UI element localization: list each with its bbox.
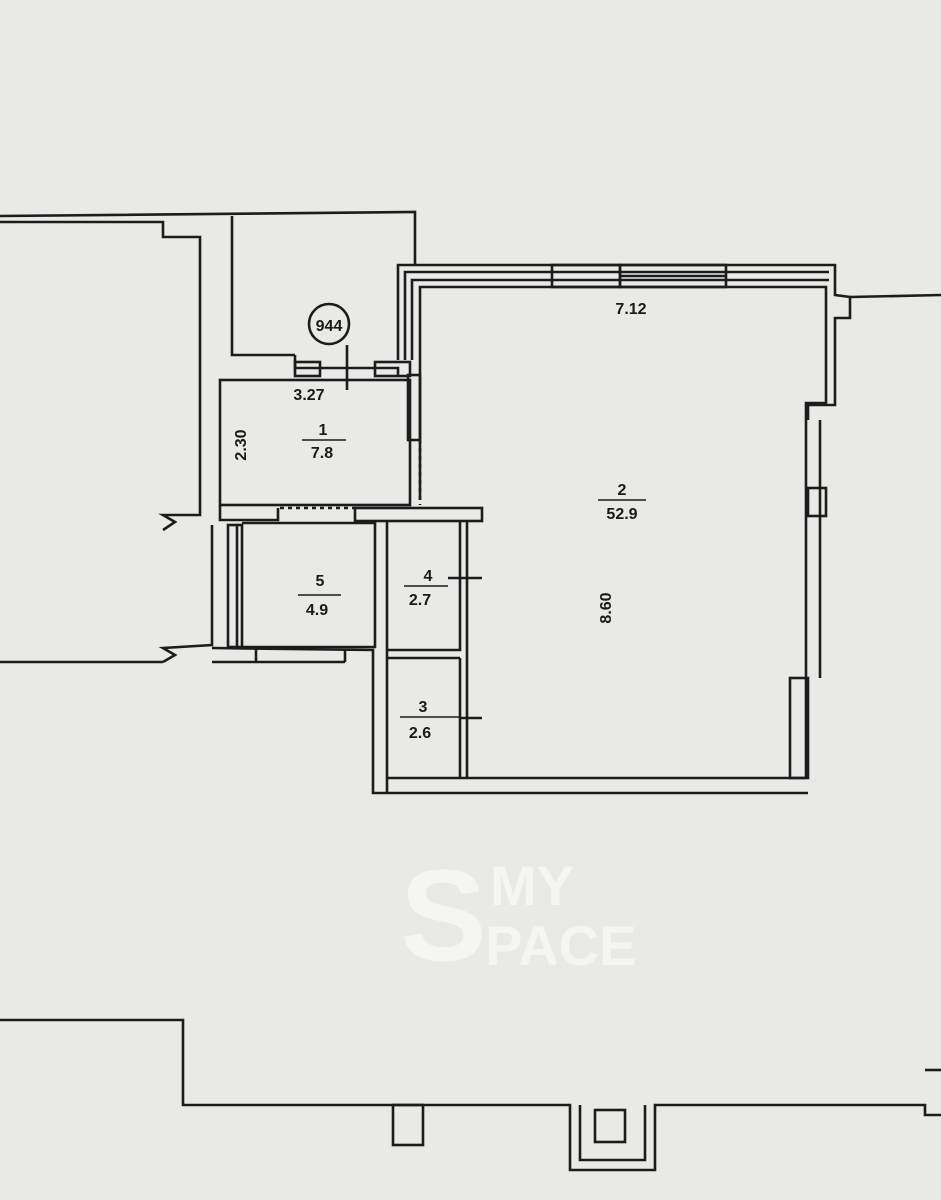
- watermark-s: S: [400, 842, 487, 988]
- building-outline-bottom: [0, 1018, 941, 1172]
- svg-text:2.6: 2.6: [409, 725, 431, 742]
- room-1-label: 1 7.8: [302, 422, 346, 462]
- dimension-room2-width: 7.12: [615, 301, 646, 318]
- svg-text:2: 2: [618, 482, 627, 499]
- svg-text:1: 1: [319, 422, 328, 439]
- watermark-pace: PACE: [485, 914, 636, 977]
- svg-text:4: 4: [424, 568, 433, 585]
- svg-text:5: 5: [316, 573, 325, 590]
- building-outline-top: [0, 210, 417, 664]
- apartment-number: 944: [316, 318, 343, 335]
- dimension-room1-width: 3.27: [293, 387, 324, 404]
- room-2-label: 2 52.9: [598, 482, 646, 523]
- watermark-logo: S MY PACE: [400, 842, 636, 988]
- svg-text:3: 3: [419, 699, 428, 716]
- dimension-room1-depth: 2.30: [233, 429, 250, 460]
- room-3-label: 3 2.6: [400, 699, 460, 742]
- room-4-label: 4 2.7: [404, 568, 448, 609]
- service-rooms-walls: [211, 505, 808, 795]
- dimension-room2-depth: 8.60: [598, 592, 615, 623]
- watermark-my: MY: [490, 854, 574, 917]
- svg-text:7.8: 7.8: [311, 445, 333, 462]
- svg-text:4.9: 4.9: [306, 602, 328, 619]
- exterior-walls: [396, 263, 941, 780]
- apartment-number-badge: [307, 302, 351, 346]
- room-1-walls: [218, 302, 422, 510]
- svg-text:52.9: 52.9: [606, 506, 637, 523]
- svg-text:2.7: 2.7: [409, 592, 431, 609]
- room-5-label: 5 4.9: [298, 573, 341, 619]
